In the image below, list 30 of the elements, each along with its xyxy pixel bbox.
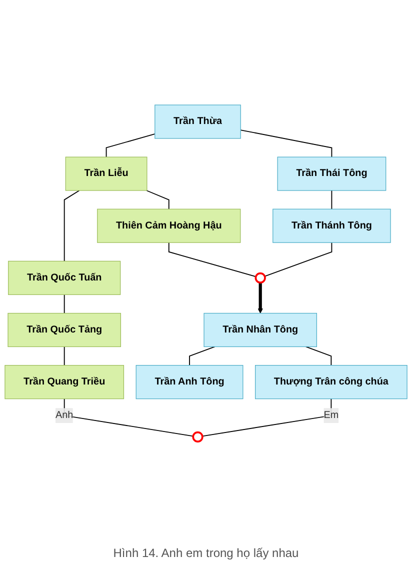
connector — [264, 242, 332, 277]
node-box: Trần Anh Tông — [136, 364, 244, 399]
connector — [146, 190, 170, 210]
node-box: Thiên Cảm Hoàng Hậu — [97, 208, 241, 243]
node-box: Trần Thái Tông — [277, 156, 386, 191]
connector — [64, 398, 194, 436]
node-box: Trần Quốc Tuấn — [8, 260, 121, 295]
connector — [64, 294, 65, 314]
connector — [106, 133, 156, 158]
node-box: Trần Quang Triều — [4, 364, 124, 399]
node-box: Trần Thánh Tông — [272, 208, 391, 243]
connector — [240, 129, 332, 158]
node-circle — [192, 431, 204, 442]
arrow — [258, 282, 264, 314]
connector — [331, 190, 332, 210]
node-box: Thượng Trân công chúa — [255, 364, 408, 399]
edge-label: Em — [324, 410, 339, 420]
connector — [64, 346, 65, 366]
node-box: Trần Liễu — [65, 156, 148, 191]
connector — [168, 242, 256, 277]
connector — [64, 190, 80, 262]
node-box: Trần Nhân Tông — [204, 312, 317, 347]
connector — [202, 398, 332, 436]
node-circle — [254, 272, 266, 284]
node-box: Trần Thừa — [154, 104, 241, 138]
edge-label: Anh — [56, 410, 74, 420]
connector — [305, 346, 332, 366]
connector — [189, 346, 216, 366]
caption: Hình 14. Anh em trong họ lấy nhau — [112, 546, 300, 560]
node-box: Trần Quốc Tảng — [8, 312, 121, 347]
